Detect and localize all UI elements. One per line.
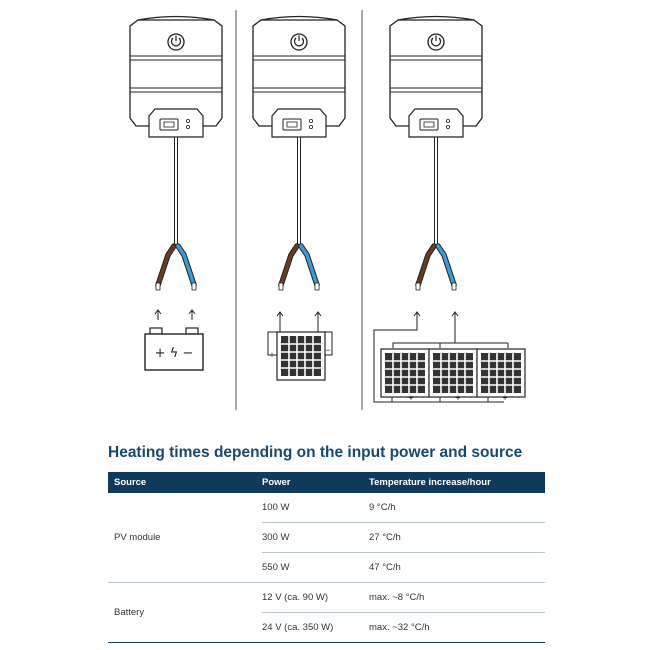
table-row: 300 W 27 °C/h bbox=[108, 522, 545, 553]
solar-panel-icon bbox=[428, 348, 478, 398]
power-cell: 550 W bbox=[262, 552, 369, 583]
svg-text:+: + bbox=[408, 393, 413, 403]
water-heater-icon bbox=[253, 17, 345, 291]
power-cell: 300 W bbox=[262, 522, 369, 553]
header-source: Source bbox=[108, 472, 262, 493]
table-row: 24 V (ca. 350 W) max. ~32 °C/h bbox=[108, 612, 545, 643]
table-row: 550 W 47 °C/h bbox=[108, 552, 545, 583]
svg-text:−: − bbox=[408, 338, 413, 348]
svg-text:−: − bbox=[502, 338, 507, 348]
solar-array: − − − + + + bbox=[373, 321, 526, 403]
table-header-row: Source Power Temperature increase/hour bbox=[108, 472, 545, 493]
water-heater-icon bbox=[390, 17, 482, 291]
table-row: Battery 12 V (ca. 90 W) max. ~8 °C/h bbox=[108, 582, 545, 643]
solar-panel-icon bbox=[380, 348, 430, 398]
power-cell: 100 W bbox=[262, 493, 369, 523]
solar-panel-icon: + − bbox=[267, 321, 333, 381]
header-power: Power bbox=[262, 472, 369, 493]
connection-diagram: + ϟ − + − − − − + + + bbox=[0, 10, 526, 410]
svg-text:−: − bbox=[455, 338, 460, 348]
battery-icon: + ϟ − bbox=[144, 327, 204, 371]
temperature-cell: max. ~8 °C/h bbox=[369, 582, 545, 613]
temperature-cell: max. ~32 °C/h bbox=[369, 612, 545, 643]
temperature-cell: 9 °C/h bbox=[369, 493, 545, 523]
svg-text:+: + bbox=[502, 393, 507, 403]
power-cell: 12 V (ca. 90 W) bbox=[262, 582, 369, 613]
header-temperature: Temperature increase/hour bbox=[369, 472, 545, 493]
panel-minus-label: − bbox=[325, 345, 330, 355]
source-cell: PV module bbox=[108, 493, 262, 583]
temperature-cell: 27 °C/h bbox=[369, 522, 545, 553]
battery-symbol: + ϟ − bbox=[155, 346, 194, 361]
table-title: Heating times depending on the input pow… bbox=[108, 444, 523, 461]
table-row: PV module 100 W 9 °C/h bbox=[108, 493, 545, 583]
temperature-cell: 47 °C/h bbox=[369, 552, 545, 583]
panel-plus-label: + bbox=[269, 350, 274, 360]
water-heater-icon bbox=[130, 17, 222, 291]
heating-times-table: Source Power Temperature increase/hour P… bbox=[108, 472, 545, 643]
power-cell: 24 V (ca. 350 W) bbox=[262, 612, 369, 643]
source-cell: Battery bbox=[108, 582, 262, 643]
svg-text:+: + bbox=[455, 393, 460, 403]
solar-panel-icon bbox=[476, 348, 526, 398]
